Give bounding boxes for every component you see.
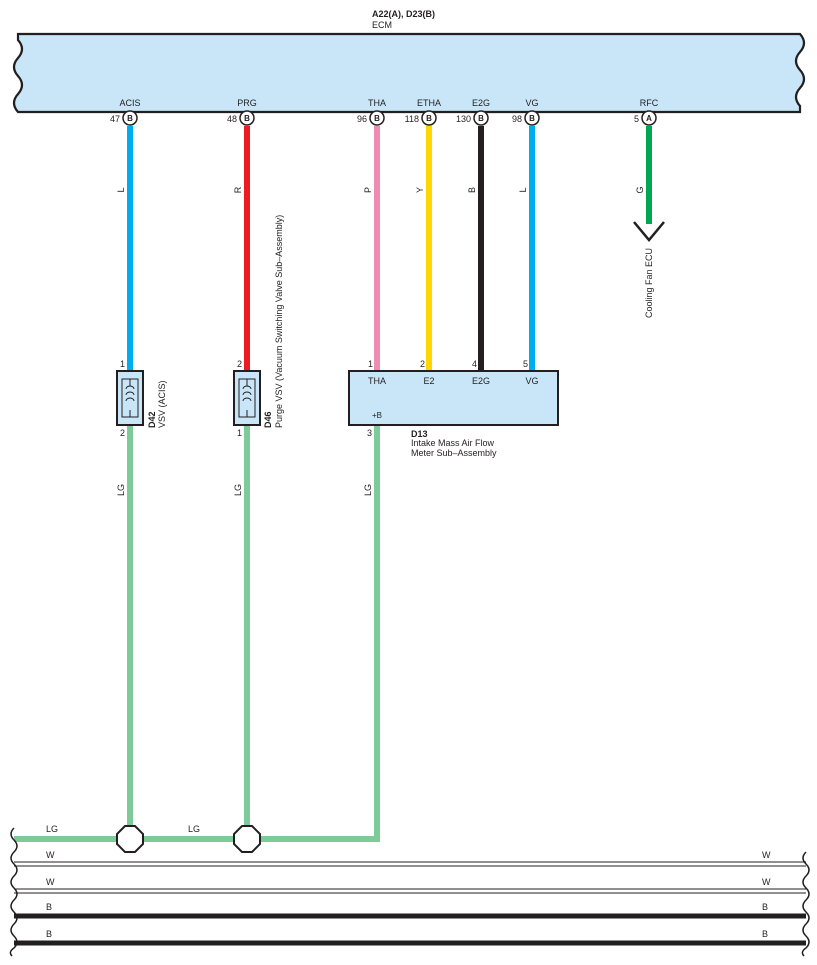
ecm-pin-signal-tha: THA xyxy=(368,98,386,108)
ecm-pin-number: 5 xyxy=(634,114,639,124)
coil-icon xyxy=(242,379,252,417)
arrow-icon xyxy=(633,221,665,242)
ecm-pin-number: 118 xyxy=(405,114,419,124)
wire-code-vg: L xyxy=(518,187,528,192)
rail-label-left: W xyxy=(46,850,55,860)
bus-rail-w-1: W W xyxy=(14,850,806,867)
rail-label-right: W xyxy=(762,850,771,860)
connector-circle xyxy=(524,110,540,126)
wire-code-e2g: B xyxy=(467,187,477,193)
d42-name: VSV (ACIS) xyxy=(157,380,167,428)
rail-label-right: B xyxy=(762,929,768,939)
connector-circle xyxy=(421,110,437,126)
ecm-pin-signal-e2g: E2G xyxy=(472,98,490,108)
d46-code: D46 xyxy=(263,411,273,428)
connector-circle xyxy=(369,110,385,126)
ecm-pin-number: 130 xyxy=(456,114,471,124)
coil-icon xyxy=(125,379,135,417)
ecm-pin-connector: B xyxy=(529,114,535,123)
wire-code-d42-lg: LG xyxy=(116,484,126,496)
d42-code: D42 xyxy=(147,411,157,428)
component-d42: 1 2 D42 VSV (ACIS) xyxy=(116,359,167,438)
d13-pin-label-e2: E2 xyxy=(423,376,434,386)
d13-pin-num-tha: 1 xyxy=(368,359,373,369)
ecm-pin-signal-vg: VG xyxy=(525,98,538,108)
ecm-pin-acis: 47 B xyxy=(110,110,138,126)
ecm-pin-signal-acis: ACIS xyxy=(119,98,140,108)
rail-label-left: W xyxy=(46,877,55,887)
d13-pin-label-vg: VG xyxy=(525,376,538,386)
bus-rail-b-1: B B xyxy=(14,902,806,919)
d13-box xyxy=(348,370,559,426)
component-d46: 2 1 D46 Purge VSV (Vacuum Switching Valv… xyxy=(233,215,284,438)
connector-circle xyxy=(122,110,138,126)
ecm-pin-number: 47 xyxy=(110,114,120,124)
connector-circle xyxy=(239,110,255,126)
d13-pin-num-vg: 5 xyxy=(523,359,528,369)
ecm-pin-number: 48 xyxy=(227,114,237,124)
d13-power-pin-num: 3 xyxy=(367,428,372,438)
d46-pin-top: 2 xyxy=(237,359,242,369)
bus-rail-w-2: W W xyxy=(14,877,806,894)
ecm-pin-vg: 98 B xyxy=(512,110,540,126)
rail-label-left: B xyxy=(46,902,52,912)
ecm-name: ECM xyxy=(372,20,392,30)
ecm-connector-label: A22(A), D23(B) xyxy=(372,9,435,19)
bus-label-lg-mid: LG xyxy=(188,824,200,834)
wire-code-d13-lg: LG xyxy=(363,484,373,496)
connector-circle xyxy=(641,110,657,126)
ecm-pin-number: 98 xyxy=(512,114,522,124)
wire-code-acis: L xyxy=(116,187,126,192)
bus-label-lg-left: LG xyxy=(46,824,58,834)
d13-pin-num-e2: 2 xyxy=(420,359,425,369)
splice-point-mid xyxy=(233,825,261,853)
splice-point-left xyxy=(116,825,144,853)
component-d13: 1 2 4 5 THA E2 E2G VG +B 3 D13 Intake Ma… xyxy=(348,359,559,458)
ecm-pin-number: 96 xyxy=(357,114,367,124)
d13-pin-label-e2g: E2G xyxy=(472,376,490,386)
d13-name-line1: Intake Mass Air Flow xyxy=(411,438,495,448)
d46-pin-bottom: 1 xyxy=(237,428,242,438)
wire-d13-lg xyxy=(260,426,380,842)
ecm-pin-rfc: 5 A xyxy=(634,110,657,126)
rail-label-left: B xyxy=(46,929,52,939)
rail-label-right: B xyxy=(762,902,768,912)
ecm-box xyxy=(12,32,806,114)
d13-name-line2: Meter Sub–Assembly xyxy=(411,448,497,458)
d46-name: Purge VSV (Vacuum Switching Valve Sub–As… xyxy=(274,215,284,428)
ecm-pin-connector: B xyxy=(374,114,380,123)
wire-code-tha: P xyxy=(363,187,373,193)
d13-pin-num-e2g: 4 xyxy=(472,359,477,369)
d13-pin-label-tha: THA xyxy=(368,376,386,386)
ecm-pin-signal-etha: ETHA xyxy=(417,98,441,108)
wire-code-prg: R xyxy=(233,186,243,193)
ecm-pin-tha: 96 B xyxy=(357,110,385,126)
wire-code-rfc: G xyxy=(635,186,645,193)
ecm-pin-connector: B xyxy=(426,114,432,123)
d42-pin-bottom: 2 xyxy=(120,428,125,438)
ecm-pin-connector: B xyxy=(127,114,133,123)
cooling-fan-ecu-label: Cooling Fan ECU xyxy=(644,248,654,318)
d13-power-pin-label: +B xyxy=(372,411,382,420)
break-mark-left xyxy=(9,827,18,957)
ecm-pin-connector: A xyxy=(646,114,652,123)
d13-code: D13 xyxy=(411,429,428,439)
d42-pin-top: 1 xyxy=(120,359,125,369)
break-mark-right xyxy=(801,851,810,957)
ecm-pin-prg: 48 B xyxy=(227,110,255,126)
bus-rail-b-2: B B xyxy=(14,929,806,946)
wire-code-d46-lg: LG xyxy=(233,484,243,496)
ecm-pin-connector: B xyxy=(478,114,484,123)
ecm-pin-e2g: 130 B xyxy=(456,110,489,126)
rail-label-right: W xyxy=(762,877,771,887)
ecm-pin-signal-prg: PRG xyxy=(237,98,257,108)
connector-circle xyxy=(473,110,489,126)
ecm-pin-signal-rfc: RFC xyxy=(640,98,659,108)
wire-code-etha: Y xyxy=(415,187,425,193)
ecm-pin-etha: 118 B xyxy=(405,110,437,126)
ecm-pin-connector: B xyxy=(244,114,250,123)
